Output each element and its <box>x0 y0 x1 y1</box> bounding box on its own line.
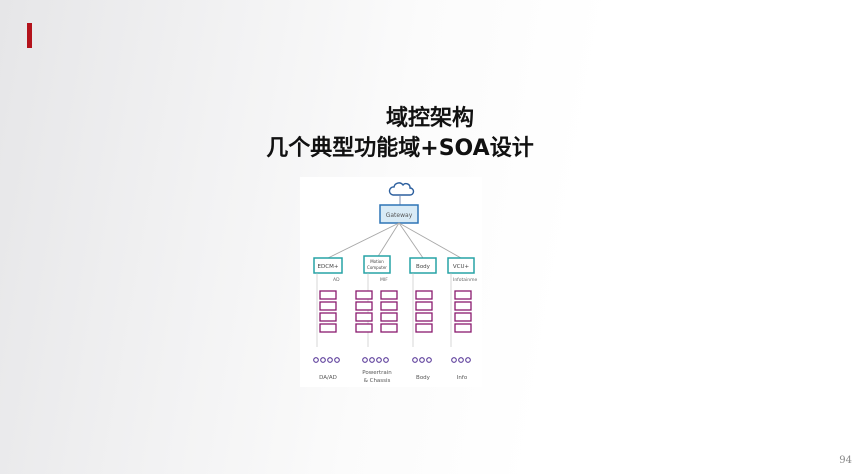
domain-sub-motion: MIF <box>380 277 388 283</box>
gateway-links <box>327 222 462 259</box>
ecu-block <box>319 323 337 333</box>
connector-dot <box>419 357 425 363</box>
ecu-block <box>355 301 373 311</box>
ecu-block <box>319 312 337 322</box>
connector-dot <box>320 357 326 363</box>
domain-sub-vcu: Infotainme <box>453 277 478 283</box>
domain-label-body: Body <box>416 264 431 270</box>
bottom-label-info: Info <box>457 375 468 381</box>
connector-dot <box>383 357 389 363</box>
connector-dot <box>426 357 432 363</box>
ecu-block <box>454 323 472 333</box>
bottom-label-da-ad: DA/AD <box>319 375 337 381</box>
bottom-label-powertrain-2: & Chassis <box>364 378 391 384</box>
cloud-icon <box>388 182 415 196</box>
ecu-block <box>355 323 373 333</box>
domain-sub-edcm: AD <box>333 277 340 283</box>
connector-dots <box>313 357 471 363</box>
domain-node-edcm <box>313 257 343 274</box>
domain-label-motion-2: Computer <box>367 265 387 270</box>
bottom-label-body: Body <box>416 375 431 381</box>
ecu-block <box>454 312 472 322</box>
gateway-label: Gateway <box>386 212 413 219</box>
domain-node-vcu <box>447 257 475 274</box>
ecu-block <box>415 290 433 300</box>
connector-dot <box>362 357 368 363</box>
slide-title: 域控架构 <box>385 106 474 131</box>
accent-bar <box>27 23 32 48</box>
ecu-block <box>380 290 398 300</box>
ecu-block <box>415 323 433 333</box>
connector-dot <box>412 357 418 363</box>
connector-dot <box>313 357 319 363</box>
domain-node-motion <box>363 255 391 274</box>
bottom-label-powertrain-1: Powertrain <box>362 370 392 376</box>
ecu-block <box>415 301 433 311</box>
connector-dot <box>327 357 333 363</box>
ecu-block <box>454 301 472 311</box>
ecu-block <box>319 301 337 311</box>
ecu-block <box>355 290 373 300</box>
domain-label-motion-1: Motion <box>370 259 384 264</box>
connector-dot <box>369 357 375 363</box>
connector-dot <box>458 357 464 363</box>
domain-node-body <box>409 257 437 274</box>
domain-label-vcu: VCU+ <box>453 264 470 270</box>
connector-dot <box>451 357 457 363</box>
architecture-svg: Gateway EDCM+ Motion Computer Body VCU+ … <box>313 182 478 384</box>
ecu-block <box>380 323 398 333</box>
connector-dot <box>376 357 382 363</box>
connector-dot <box>334 357 340 363</box>
ecu-block <box>319 290 337 300</box>
ecu-block <box>355 312 373 322</box>
slide-subtitle: 几个典型功能域+SOA设计 <box>266 136 534 161</box>
ecu-block <box>415 312 433 322</box>
ecu-block <box>454 290 472 300</box>
ecu-block <box>380 301 398 311</box>
ecu-blocks <box>319 290 472 333</box>
page-number: 94 <box>839 455 852 466</box>
architecture-diagram: Gateway EDCM+ Motion Computer Body VCU+ … <box>300 177 482 387</box>
connector-dot <box>465 357 471 363</box>
ecu-block <box>380 312 398 322</box>
domain-label-edcm: EDCM+ <box>318 264 339 270</box>
